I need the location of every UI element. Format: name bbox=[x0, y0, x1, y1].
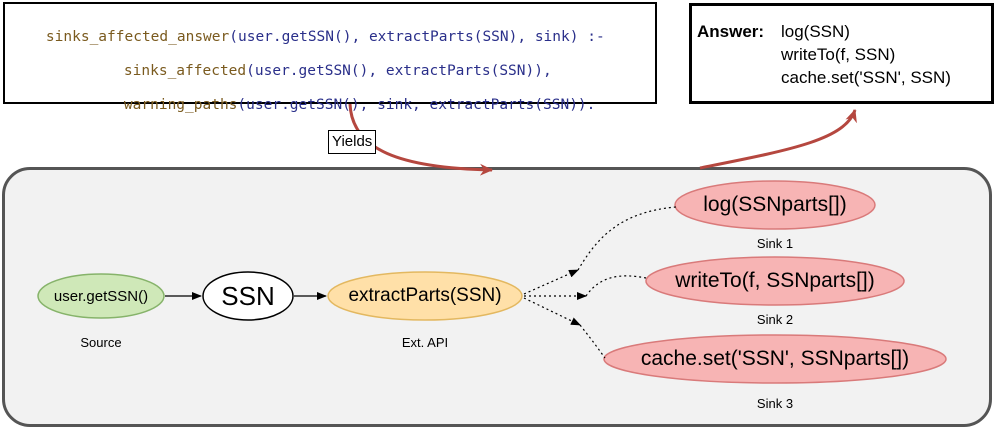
answer-line-2: writeTo(f, SSN) bbox=[781, 45, 896, 64]
sink-2-label: writeTo(f, SSNparts[]) bbox=[675, 269, 875, 292]
code-arg: user.getSSN() bbox=[246, 97, 360, 113]
code-punct: ). bbox=[577, 97, 596, 113]
code-punct: ( bbox=[237, 97, 247, 113]
source-node bbox=[37, 273, 165, 319]
sink-1-node bbox=[674, 180, 876, 230]
curve-to-sink3 bbox=[579, 324, 606, 359]
code-punct: ) :- bbox=[569, 29, 605, 45]
answer-line-3: cache.set('SSN', SSN) bbox=[781, 68, 951, 87]
yields-label: Yields bbox=[328, 130, 377, 154]
api-caption: Ext. API bbox=[401, 335, 449, 350]
code-predicate: sinks_affected_answer bbox=[45, 29, 230, 45]
sink-3-label: cache.set('SSN', SSNparts[]) bbox=[640, 347, 910, 370]
sink-1-caption: Sink 1 bbox=[756, 236, 794, 251]
sink-3-node bbox=[603, 334, 947, 384]
code-arg: extractParts(SSN) bbox=[368, 29, 518, 45]
code-punct: ( bbox=[229, 29, 238, 45]
code-punct: , bbox=[351, 29, 369, 45]
ssn-node bbox=[202, 271, 294, 321]
code-arg: user.getSSN() bbox=[254, 63, 369, 79]
sink-1-label: log(SSNparts[]) bbox=[703, 193, 847, 216]
code-arg: user.getSSN() bbox=[237, 29, 352, 45]
api-label: extractParts(SSN) bbox=[348, 285, 502, 306]
code-predicate: sinks_affected bbox=[123, 63, 247, 79]
code-arg: sink bbox=[534, 29, 570, 45]
code-punct: , bbox=[412, 97, 430, 113]
api-to-sink1-arrow bbox=[523, 269, 579, 295]
api-node bbox=[327, 271, 523, 321]
code-punct: ), bbox=[534, 63, 552, 79]
sink-3-caption: Sink 3 bbox=[756, 396, 794, 411]
sink-2-node bbox=[645, 256, 905, 306]
code-predicate: warning_paths bbox=[123, 97, 238, 113]
answer-line-1: log(SSN) bbox=[781, 22, 850, 41]
ssn-label: SSN bbox=[221, 280, 275, 311]
code-arg: sink bbox=[377, 97, 413, 113]
code-line-2: sinks_affected(user.getSSN(), extractPar… bbox=[89, 44, 552, 98]
answer-arrow bbox=[699, 109, 857, 170]
code-arg: extractParts(SSN) bbox=[429, 97, 578, 113]
code-punct: , bbox=[368, 63, 386, 79]
code-punct: ( bbox=[246, 63, 255, 79]
api-to-sink3-arrow bbox=[523, 297, 581, 326]
source-label: user.getSSN() bbox=[53, 287, 149, 305]
code-box: sinks_affected_answer(user.getSSN(), ext… bbox=[3, 2, 657, 113]
curve-to-sink2 bbox=[585, 275, 647, 297]
code-arg: extractParts(SSN) bbox=[385, 63, 535, 79]
curve-to-sink1 bbox=[577, 206, 677, 271]
code-punct: , bbox=[517, 29, 535, 45]
source-caption: Source bbox=[80, 335, 122, 350]
sink-2-caption: Sink 2 bbox=[756, 312, 794, 327]
answer-label: Answer: bbox=[697, 22, 765, 41]
yields-arrow bbox=[348, 103, 493, 176]
code-punct: , bbox=[359, 97, 378, 113]
code-line-1: sinks_affected_answer(user.getSSN(), ext… bbox=[11, 10, 605, 64]
answer-box: Answer: log(SSN) writeTo(f, SSN) cache.s… bbox=[689, 3, 994, 104]
code-line-3: warning_paths(user.getSSN(), sink, extra… bbox=[89, 78, 595, 132]
